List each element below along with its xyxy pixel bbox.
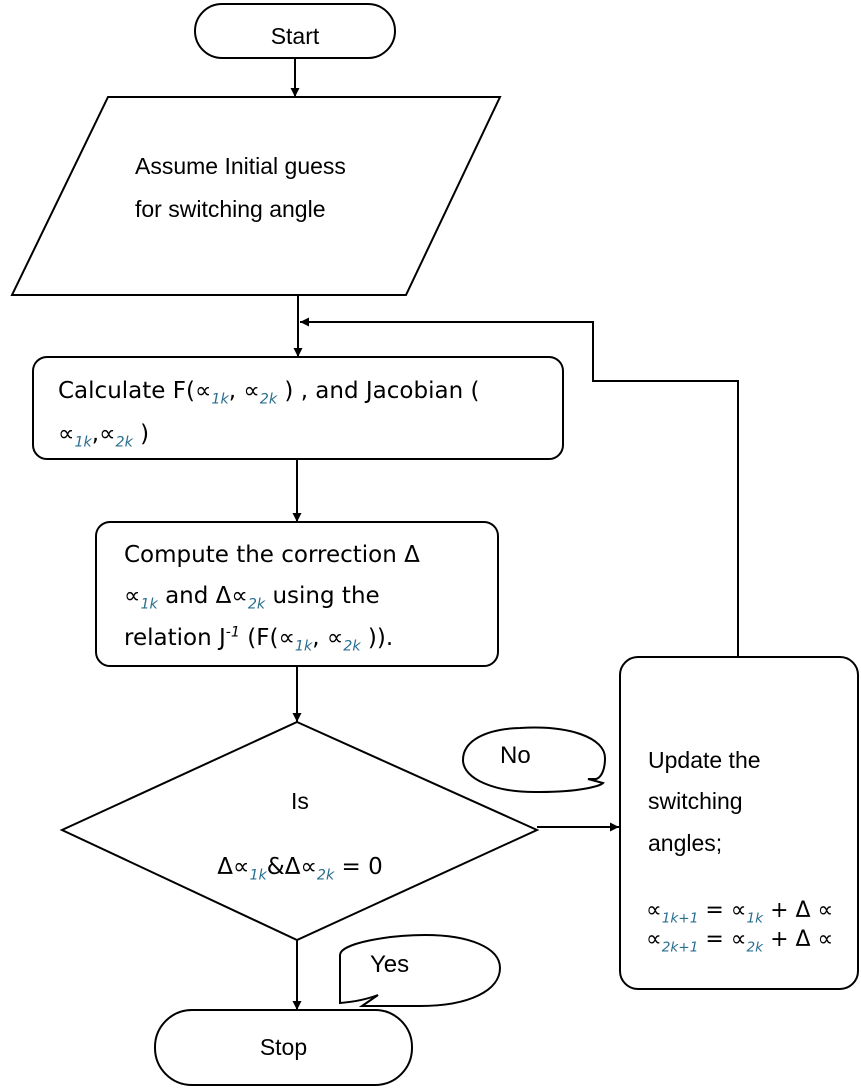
decision-is-label: Is — [291, 788, 309, 814]
calculate-line-1: Calculate F(∝1k, ∝2k ) , and Jacobian ( — [58, 378, 480, 408]
stop-label: Stop — [259, 1034, 308, 1060]
update-line-2: switching — [648, 788, 743, 815]
no-callout-balloon — [461, 726, 607, 794]
update-equations-clip: ∝1k+1 = ∝1k + Δ ∝ ∝2k+1 = ∝2k + Δ ∝ — [622, 895, 856, 975]
update-angles-text: Update the switching angles; — [648, 740, 761, 864]
compute-line-2: ∝1k and Δ∝2k using the — [124, 583, 380, 613]
decision-condition: Δ∝1k&Δ∝2k = 0 — [217, 854, 383, 884]
yes-label: Yes — [370, 951, 410, 978]
compute-correction-text: Compute the correction Δ ∝1k and Δ∝2k us… — [124, 535, 420, 659]
calculate-text: Calculate F(∝1k, ∝2k ) , and Jacobian ( … — [58, 370, 479, 455]
update-eq-1: ∝1k+1 = ∝1k + Δ ∝ — [646, 898, 834, 927]
update-equations: ∝1k+1 = ∝1k + Δ ∝ ∝2k+1 = ∝2k + Δ ∝ — [646, 897, 833, 954]
calculate-line-2: ∝1k,∝2k ) — [58, 420, 150, 451]
stop-terminal — [154, 1009, 413, 1086]
start-label: Start — [270, 23, 320, 49]
decision-diamond — [59, 720, 540, 942]
arrow-update-loop-back — [300, 317, 739, 657]
assume-initial-guess-text: Assume Initial guess for switching angle — [135, 145, 346, 230]
assume-line-2: for switching angle — [135, 195, 326, 222]
input-parallelogram — [10, 96, 502, 296]
update-eq-2: ∝2k+1 = ∝2k + Δ ∝ — [646, 926, 834, 955]
update-line-1: Update the — [648, 747, 761, 773]
assume-line-1: Assume Initial guess — [135, 153, 346, 179]
no-label: No — [500, 742, 531, 769]
update-line-3: angles; — [648, 829, 723, 856]
compute-line-1: Compute the correction Δ — [124, 542, 420, 568]
compute-line-3: relation J-1 (F(∝1k, ∝2k )). — [124, 624, 394, 655]
yes-callout-balloon — [339, 933, 502, 1007]
